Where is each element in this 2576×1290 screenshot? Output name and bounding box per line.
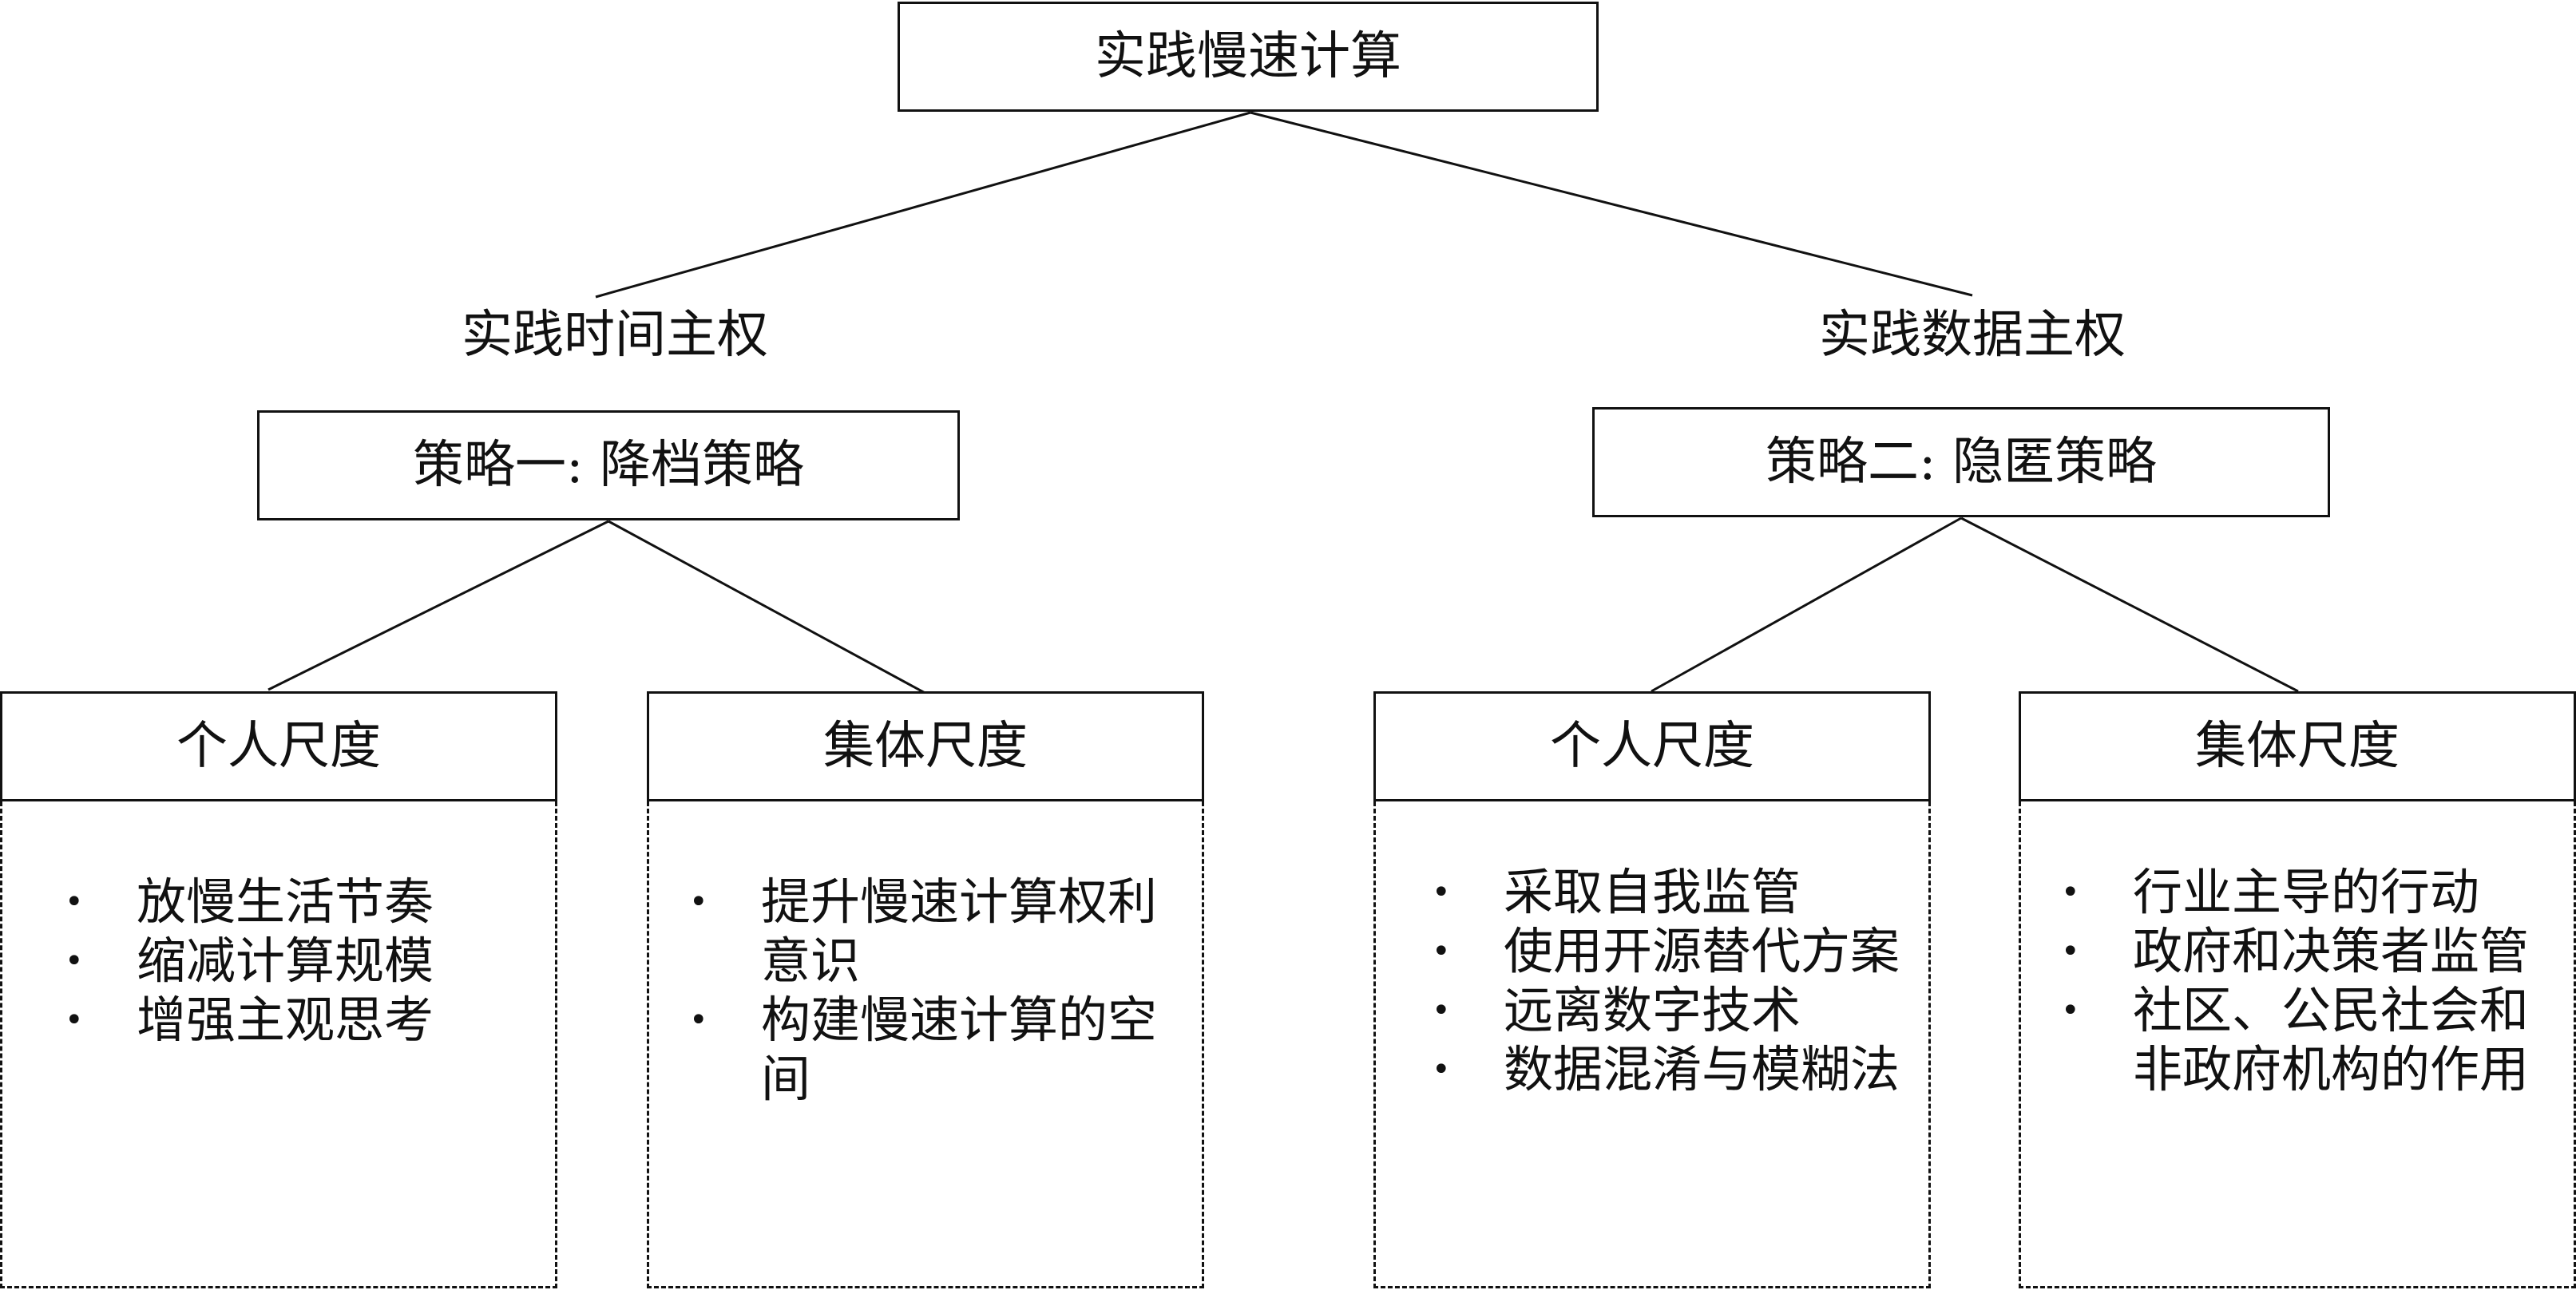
bullet-icon: • <box>1432 933 1451 970</box>
connector-root-to-time <box>595 111 1251 299</box>
dimension-header-label: 集体尺度 <box>823 717 1028 776</box>
list-item-text: 远离数字技术 <box>1504 981 1801 1039</box>
list-item-text: 社区、公民社会和非政府机构的作用 <box>2133 981 2530 1098</box>
list-item-text: 增强主观思考 <box>137 991 434 1049</box>
bullet-icon: • <box>689 1002 708 1039</box>
item-list: • 行业主导的行动 • 政府和决策者监管 • 社区、公民社会和非政府机构的作用 <box>2061 863 2564 1099</box>
list-item: • 社区、公民社会和非政府机构的作用 <box>2061 981 2564 1099</box>
list-item-text: 放慢生活节奏 <box>137 873 434 931</box>
branch-label-time-sovereignty: 实践时间主权 <box>462 306 768 365</box>
list-item: • 提升慢速计算权利意识 <box>689 873 1192 991</box>
list-item: • 采取自我监管 <box>1432 863 1919 922</box>
list-item: • 远离数字技术 <box>1432 981 1919 1040</box>
connector-strategy2-to-collective <box>1960 516 2299 693</box>
item-list: • 采取自我监管 • 使用开源替代方案 • 远离数字技术 • 数据混淆与模糊法 <box>1432 863 1919 1099</box>
dimension-header-data-collective: 集体尺度 <box>2019 691 2576 801</box>
branch-label-data-sovereignty: 实践数据主权 <box>1819 306 2126 365</box>
item-list: • 放慢生活节奏 • 缩减计算规模 • 增强主观思考 <box>65 873 544 1050</box>
bullet-icon: • <box>2061 933 2080 970</box>
bullet-icon: • <box>65 943 84 979</box>
dimension-header-time-collective: 集体尺度 <box>647 691 1204 801</box>
bullet-icon: • <box>65 1002 84 1039</box>
strategy-node-label: 策略一: 降档策略 <box>413 436 804 495</box>
list-item-text: 政府和决策者监管 <box>2133 922 2530 980</box>
strategy-node-label: 策略二: 隐匿策略 <box>1766 433 2157 492</box>
bullet-icon: • <box>2061 992 2080 1029</box>
bullet-icon: • <box>689 884 708 920</box>
list-item-text: 使用开源替代方案 <box>1504 922 1900 980</box>
list-item: • 增强主观思考 <box>65 991 544 1050</box>
list-item-text: 缩减计算规模 <box>137 932 434 990</box>
list-item: • 使用开源替代方案 <box>1432 922 1919 981</box>
dimension-header-time-individual: 个人尺度 <box>0 691 557 801</box>
connector-strategy1-to-collective <box>608 520 929 696</box>
item-panel-time-collective: • 提升慢速计算权利意识 • 构建慢速计算的空间 <box>647 801 1204 1288</box>
connector-root-to-data <box>1250 111 1973 297</box>
list-item: • 缩减计算规模 <box>65 932 544 991</box>
list-item-text: 采取自我监管 <box>1504 863 1801 921</box>
dimension-header-label: 个人尺度 <box>1550 717 1754 776</box>
strategy-node-downshift: 策略一: 降档策略 <box>257 410 960 520</box>
item-panel-data-collective: • 行业主导的行动 • 政府和决策者监管 • 社区、公民社会和非政府机构的作用 <box>2019 801 2576 1288</box>
strategy-node-concealment: 策略二: 隐匿策略 <box>1592 407 2330 517</box>
item-panel-data-individual: • 采取自我监管 • 使用开源替代方案 • 远离数字技术 • 数据混淆与模糊法 <box>1373 801 1931 1288</box>
item-panel-time-individual: • 放慢生活节奏 • 缩减计算规模 • 增强主观思考 <box>0 801 557 1288</box>
list-item-text: 数据混淆与模糊法 <box>1504 1040 1900 1098</box>
bullet-icon: • <box>1432 992 1451 1029</box>
bullet-icon: • <box>1432 1051 1451 1088</box>
list-item-text: 提升慢速计算权利意识 <box>761 873 1158 990</box>
root-node-label: 实践慢速计算 <box>1095 27 1401 86</box>
list-item: • 行业主导的行动 <box>2061 863 2564 922</box>
bullet-icon: • <box>65 884 84 920</box>
list-item-text: 行业主导的行动 <box>2133 863 2480 921</box>
connector-strategy2-to-individual <box>1651 516 1962 693</box>
connector-strategy1-to-individual <box>268 520 609 691</box>
root-node: 实践慢速计算 <box>898 2 1599 112</box>
dimension-header-data-individual: 个人尺度 <box>1373 691 1931 801</box>
bullet-icon: • <box>1432 874 1451 911</box>
list-item: • 放慢生活节奏 <box>65 873 544 932</box>
dimension-header-label: 个人尺度 <box>176 717 381 776</box>
list-item-text: 构建慢速计算的空间 <box>761 991 1158 1108</box>
list-item: • 数据混淆与模糊法 <box>1432 1040 1919 1099</box>
list-item: • 政府和决策者监管 <box>2061 922 2564 981</box>
bullet-icon: • <box>2061 874 2080 911</box>
item-list: • 提升慢速计算权利意识 • 构建慢速计算的空间 <box>689 873 1192 1109</box>
list-item: • 构建慢速计算的空间 <box>689 991 1192 1109</box>
dimension-header-label: 集体尺度 <box>2195 717 2400 776</box>
